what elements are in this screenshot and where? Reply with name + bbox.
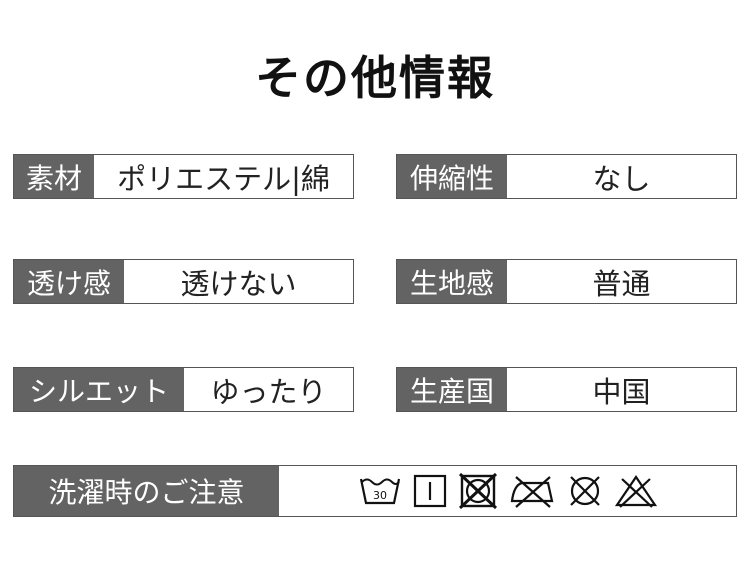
spec-label: 生産国	[397, 368, 507, 411]
no-dry-clean-icon	[569, 476, 600, 506]
spec-row-country: 生産国 中国	[396, 367, 737, 412]
spec-value: ポリエステル|綿	[117, 161, 330, 196]
spec-row-stretch: 伸縮性 なし	[396, 154, 737, 199]
spec-label: 伸縮性	[397, 155, 507, 198]
spec-value: 普通	[592, 266, 651, 301]
spec-label: 素材	[14, 155, 94, 198]
spec-value: ゆったり	[210, 374, 327, 409]
no-bleach-icon	[614, 475, 657, 508]
wash-30-icon: 30	[359, 478, 400, 505]
wash-temp-text: 30	[373, 489, 387, 502]
spec-value: なし	[592, 161, 651, 196]
spec-value: 中国	[592, 374, 651, 409]
tumble-dry-icon	[413, 474, 446, 508]
spec-label: シルエット	[14, 368, 184, 411]
care-row: 洗濯時のご注意 30	[13, 465, 737, 517]
spec-row-transparency: 透け感 透けない	[13, 259, 354, 304]
no-iron-icon	[510, 476, 553, 508]
page-title: その他情報	[255, 51, 495, 105]
spec-value: 透けない	[180, 266, 297, 301]
spec-row-silhouette: シルエット ゆったり	[13, 367, 354, 412]
spec-label: 透け感	[14, 260, 124, 303]
spec-label: 生地感	[397, 260, 507, 303]
no-tumble-dry-icon	[458, 472, 497, 510]
spec-row-material: 素材 ポリエステル|綿	[13, 154, 354, 199]
care-label: 洗濯時のご注意	[14, 466, 279, 516]
care-icons: 30	[279, 466, 736, 516]
spec-row-fabric-feel: 生地感 普通	[396, 259, 737, 304]
